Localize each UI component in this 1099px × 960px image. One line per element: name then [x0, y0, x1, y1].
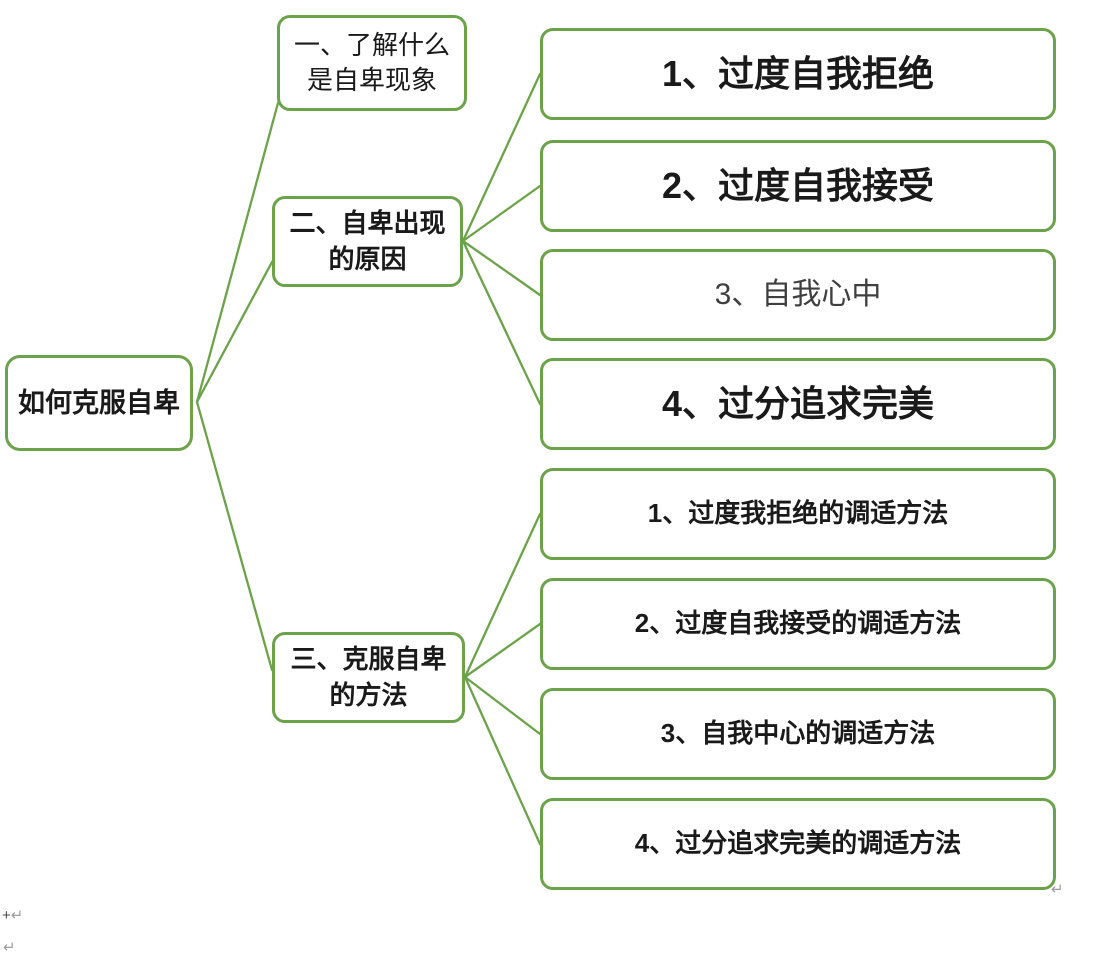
- node-cause-1-label: 1、过度自我拒绝: [661, 52, 935, 94]
- node-method-2-label: 2、过度自我接受的调适方法: [634, 608, 962, 639]
- node-branch-methods-label: 三、克服自卑 的方法: [290, 644, 447, 710]
- connector-line: [195, 101, 280, 404]
- node-cause-4[interactable]: 4、过分追求完美: [540, 358, 1056, 450]
- plus-mark: +: [2, 907, 11, 924]
- connector-line: [461, 184, 542, 243]
- connector-line: [461, 239, 542, 297]
- node-branch-methods[interactable]: 三、克服自卑 的方法: [272, 632, 465, 723]
- node-root-label: 如何克服自卑: [18, 387, 180, 418]
- node-root[interactable]: 如何克服自卑: [5, 355, 193, 451]
- node-method-3[interactable]: 3、自我中心的调适方法: [540, 688, 1056, 780]
- connector-line: [195, 400, 274, 672]
- node-branch-causes-label: 二、自卑出现 的原因: [289, 208, 446, 274]
- return-mark-icon: ↵: [10, 907, 24, 924]
- node-cause-2-label: 2、过度自我接受: [661, 164, 935, 206]
- return-mark-icon: ↵: [1051, 881, 1064, 898]
- node-cause-3[interactable]: 3、自我心中: [540, 249, 1056, 341]
- node-cause-2[interactable]: 2、过度自我接受: [540, 140, 1056, 232]
- connector-line: [463, 675, 542, 736]
- connector-line: [461, 239, 542, 406]
- paragraph-mark-bottom-right: ↵: [1051, 882, 1064, 897]
- node-method-2[interactable]: 2、过度自我接受的调适方法: [540, 578, 1056, 670]
- connector-line: [461, 72, 542, 243]
- node-method-4[interactable]: 4、过分追求完美的调适方法: [540, 798, 1056, 890]
- paragraph-mark-bottom-left-2: ↵: [3, 940, 16, 955]
- node-branch-understand[interactable]: 一、了解什么 是自卑现象: [277, 15, 467, 111]
- return-mark-icon: ↵: [3, 939, 16, 956]
- paragraph-mark-bottom-left-1: +↵: [2, 908, 23, 923]
- connector-line: [463, 622, 542, 679]
- node-method-1[interactable]: 1、过度我拒绝的调适方法: [540, 468, 1056, 560]
- node-cause-4-label: 4、过分追求完美: [661, 382, 935, 424]
- node-method-1-label: 1、过度我拒绝的调适方法: [647, 498, 949, 529]
- node-branch-understand-label: 一、了解什么 是自卑现象: [293, 29, 450, 95]
- node-branch-causes[interactable]: 二、自卑出现 的原因: [272, 196, 463, 287]
- connector-line: [463, 512, 542, 679]
- connector-line: [195, 260, 274, 404]
- node-method-4-label: 4、过分追求完美的调适方法: [634, 828, 962, 859]
- node-cause-1[interactable]: 1、过度自我拒绝: [540, 28, 1056, 120]
- connector-line: [463, 675, 542, 846]
- node-method-3-label: 3、自我中心的调适方法: [660, 718, 936, 749]
- node-cause-3-label: 3、自我心中: [714, 277, 882, 311]
